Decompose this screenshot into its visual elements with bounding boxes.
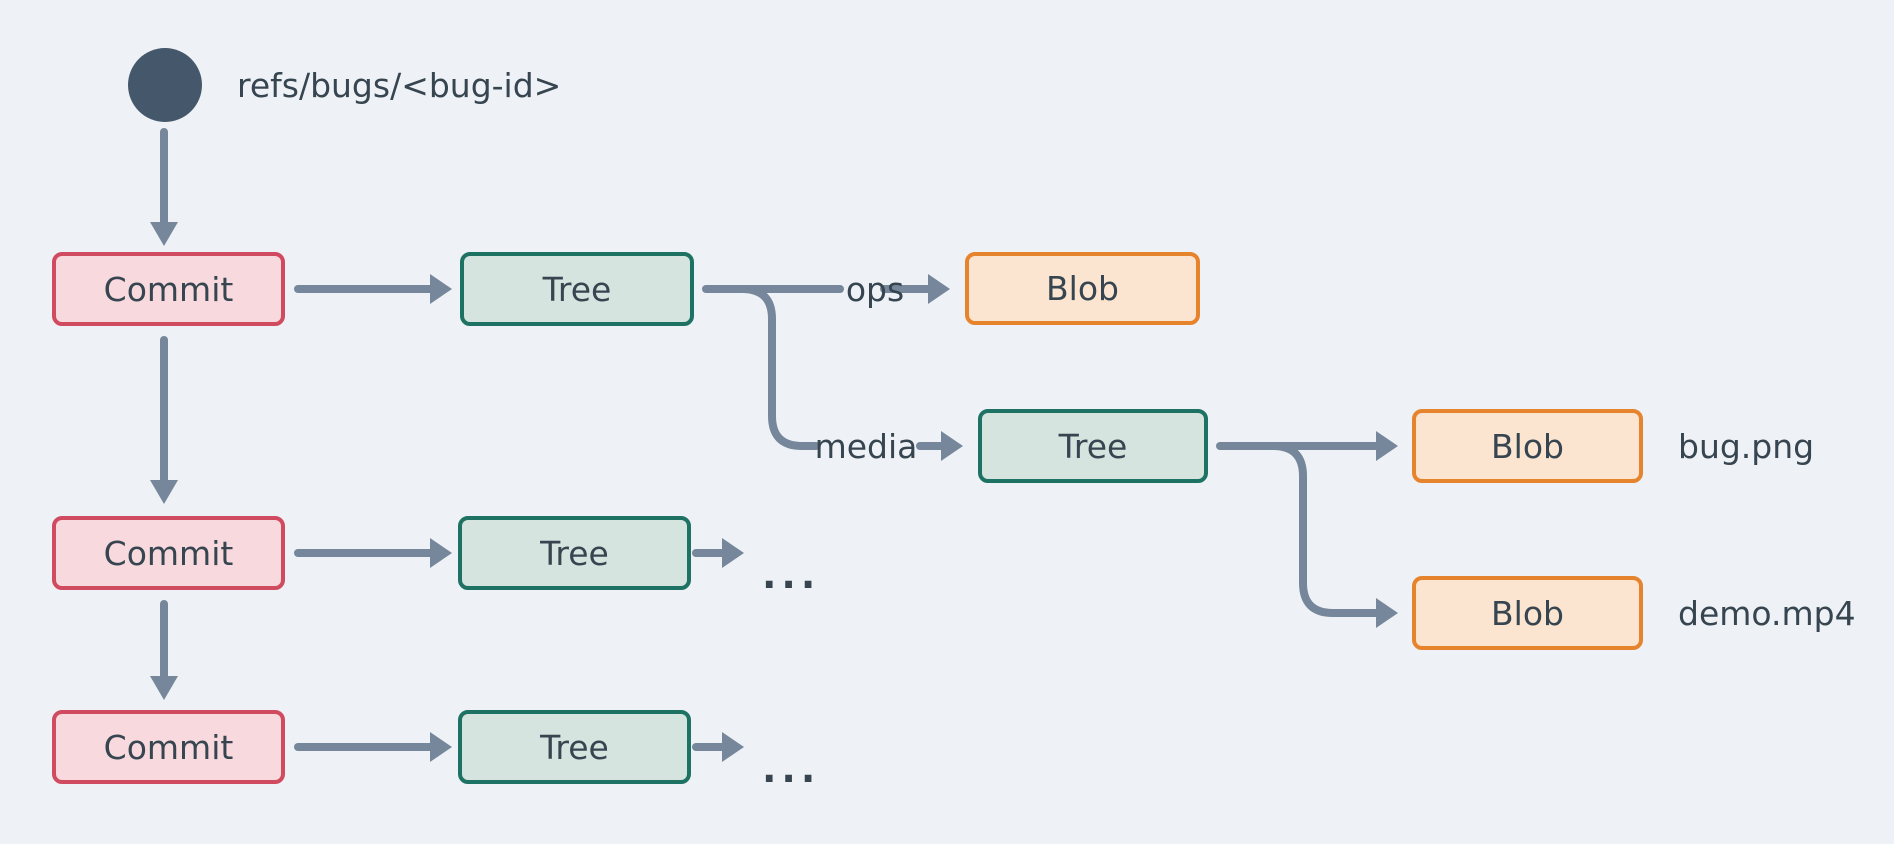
- arrowhead-ops-blobops: [928, 274, 950, 304]
- arrowhead-tree3-more: [722, 732, 744, 762]
- arrowhead-commit1-commit2: [150, 480, 178, 504]
- node-blob-bug: Blob: [1412, 409, 1643, 483]
- edge-treeroot-media-branch: [738, 285, 820, 450]
- arrowhead-media-treemedia: [941, 431, 963, 461]
- arrowhead-treemedia-blobdemo: [1376, 598, 1398, 628]
- arrowhead-commit2-commit3: [150, 676, 178, 700]
- node-commit-3-label: Commit: [103, 727, 234, 767]
- node-tree-root: Tree: [460, 252, 694, 326]
- arrowhead-commit2-tree2: [430, 538, 452, 568]
- more-history-ellipsis-row-3: ...: [762, 747, 821, 791]
- node-commit-1: Commit: [52, 252, 285, 326]
- edge-treemedia-blobdemo: [1269, 442, 1380, 617]
- branch-ref-dot-icon: [128, 48, 202, 122]
- node-tree-2: Tree: [458, 516, 691, 590]
- edge-label-media: media: [814, 426, 918, 466]
- arrowhead-ref-commit1: [150, 222, 178, 246]
- arrowhead-treemedia-blobbug: [1376, 431, 1398, 461]
- node-tree-3-label: Tree: [540, 727, 609, 767]
- node-blob-ops-label: Blob: [1046, 269, 1119, 308]
- node-commit-1-label: Commit: [103, 269, 234, 309]
- node-commit-3: Commit: [52, 710, 285, 784]
- edge-label-ops: ops: [845, 269, 905, 309]
- node-tree-media: Tree: [978, 409, 1208, 483]
- node-tree-3: Tree: [458, 710, 691, 784]
- node-blob-bug-label: Blob: [1491, 426, 1564, 466]
- node-commit-2-label: Commit: [103, 533, 234, 573]
- file-label-bug-png: bug.png: [1678, 426, 1815, 466]
- node-tree-media-label: Tree: [1058, 426, 1128, 466]
- node-blob-demo-label: Blob: [1491, 593, 1564, 633]
- node-blob-ops: Blob: [965, 252, 1200, 325]
- arrowhead-commit1-treeroot: [430, 274, 452, 304]
- node-commit-2: Commit: [52, 516, 285, 590]
- arrowhead-commit3-tree3: [430, 732, 452, 762]
- more-history-ellipsis-row-2: ...: [762, 553, 821, 597]
- node-blob-demo: Blob: [1412, 576, 1643, 650]
- node-tree-2-label: Tree: [540, 533, 609, 573]
- node-tree-root-label: Tree: [542, 269, 612, 309]
- file-label-demo-mp4: demo.mp4: [1678, 593, 1856, 633]
- arrowhead-tree2-more: [722, 538, 744, 568]
- branch-ref-label: refs/bugs/<bug-id>: [237, 65, 562, 105]
